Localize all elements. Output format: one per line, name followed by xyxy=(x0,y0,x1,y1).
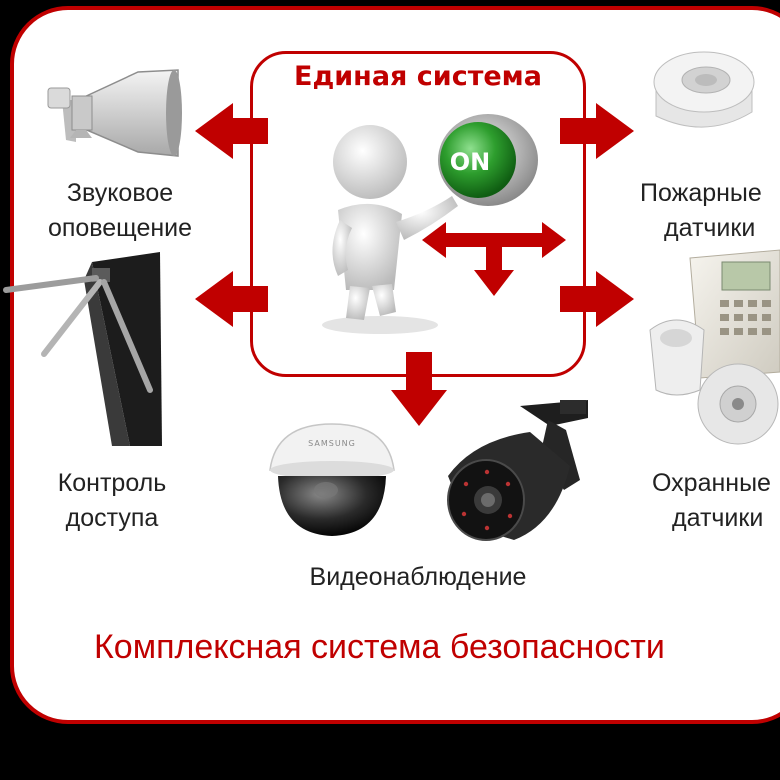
arrow-right-upper xyxy=(560,103,634,159)
turnstile-icon xyxy=(3,252,162,446)
security-sensors-line2: датчики xyxy=(672,504,764,532)
security-sensors-label: Охранные датчики xyxy=(652,466,771,536)
person-figure-icon xyxy=(322,125,458,334)
sound-alert-line1: Звуковое xyxy=(66,179,174,207)
arrow-down-video xyxy=(391,352,447,426)
arrow-left-lower xyxy=(195,271,268,327)
complex-security-title: Комплексная система безопасности xyxy=(94,628,665,666)
access-control-line1: Контроль xyxy=(57,469,167,497)
access-control-line2: доступа xyxy=(65,504,159,532)
camera-brand-text: SAMSUNG xyxy=(308,439,356,448)
on-button-icon xyxy=(438,114,538,206)
smoke-detector-icon xyxy=(653,51,755,128)
heat-detector-icon xyxy=(697,363,779,445)
arrow-right-lower xyxy=(560,271,634,327)
bullet-camera-icon xyxy=(447,400,588,541)
video-surveillance-label: Видеонаблюдение xyxy=(309,563,527,591)
arrow-left-upper xyxy=(195,103,268,159)
dome-camera-icon xyxy=(269,423,395,536)
on-button-text: ON xyxy=(450,148,491,176)
sound-alert-label: Звуковое оповещение xyxy=(30,176,210,246)
fire-detectors-label: Пожарные датчики xyxy=(640,176,762,246)
fire-detectors-line1: Пожарные xyxy=(640,179,762,207)
security-sensors-line1: Охранные xyxy=(652,469,771,497)
unified-system-title: Единая система xyxy=(294,61,542,92)
security-panel-icon xyxy=(689,249,780,379)
fire-detectors-line2: датчики xyxy=(664,214,756,242)
sound-alert-line2: оповещение xyxy=(47,214,193,242)
horn-speaker-icon xyxy=(47,69,182,157)
access-control-label: Контроль доступа xyxy=(32,466,192,536)
arrow-double-inner xyxy=(422,222,566,296)
motion-sensor-icon xyxy=(649,319,705,396)
